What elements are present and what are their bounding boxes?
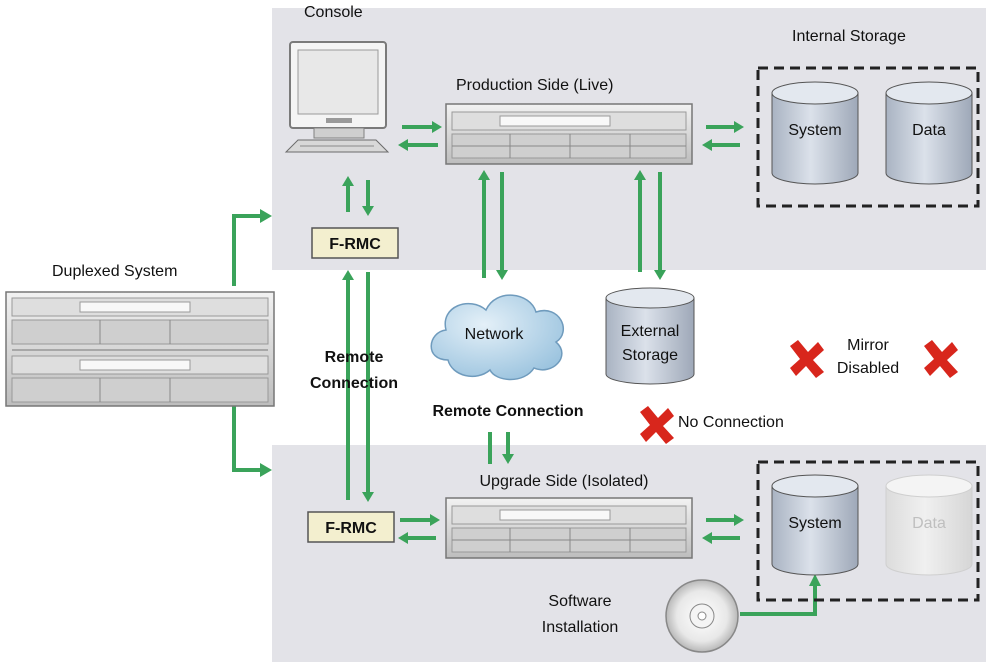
- upgrade-storage-box: [756, 460, 980, 602]
- software-line2: Installation: [542, 619, 619, 636]
- mirror-line1: Mirror: [847, 337, 889, 354]
- production-side-label: Production Side (Live): [456, 77, 613, 94]
- cloud-icon: [430, 294, 565, 381]
- frmc-top-label: F-RMC: [329, 236, 381, 253]
- external-storage-line1: External: [621, 323, 680, 340]
- server-icon: [5, 291, 275, 407]
- monitor-icon: [284, 41, 390, 153]
- server-icon: [445, 103, 693, 165]
- no-connection-label: No Connection: [678, 414, 784, 431]
- cylinder-icon: [885, 474, 973, 576]
- upgrade-side-label: Upgrade Side (Isolated): [480, 473, 649, 490]
- cylinder-icon: [885, 81, 973, 185]
- internal-storage-label: Internal Storage: [792, 28, 906, 45]
- cross-icon: [640, 406, 674, 444]
- console-label: Console: [304, 4, 363, 21]
- system-label-bottom: System: [788, 515, 841, 532]
- top-arrows: [232, 121, 821, 616]
- internal-storage-box: [756, 66, 980, 208]
- server-icon: [445, 497, 693, 559]
- remote-label-line1: Remote: [325, 349, 384, 366]
- duplexed-system-label: Duplexed System: [52, 263, 177, 280]
- data-label-top: Data: [912, 122, 946, 139]
- frmc-top: F-RMC: [311, 227, 399, 259]
- cylinder-icon: [771, 81, 859, 185]
- cylinder-icon: [771, 474, 859, 576]
- cylinder-icon: [605, 287, 695, 385]
- remote-connection-label: Remote Connection: [432, 403, 583, 420]
- mirror-line2: Disabled: [837, 360, 899, 377]
- software-line1: Software: [548, 593, 611, 610]
- remote-label-line2: Connection: [310, 375, 398, 392]
- data-label-bottom-faded: Data: [912, 515, 946, 532]
- cross-icon: [924, 340, 958, 378]
- cross-icon: [790, 340, 824, 378]
- cd-icon: [665, 579, 739, 653]
- external-storage-line2: Storage: [622, 347, 678, 364]
- frmc-bottom-label: F-RMC: [325, 520, 377, 537]
- system-label-top: System: [788, 122, 841, 139]
- frmc-bottom: F-RMC: [307, 511, 395, 543]
- network-label: Network: [465, 326, 525, 343]
